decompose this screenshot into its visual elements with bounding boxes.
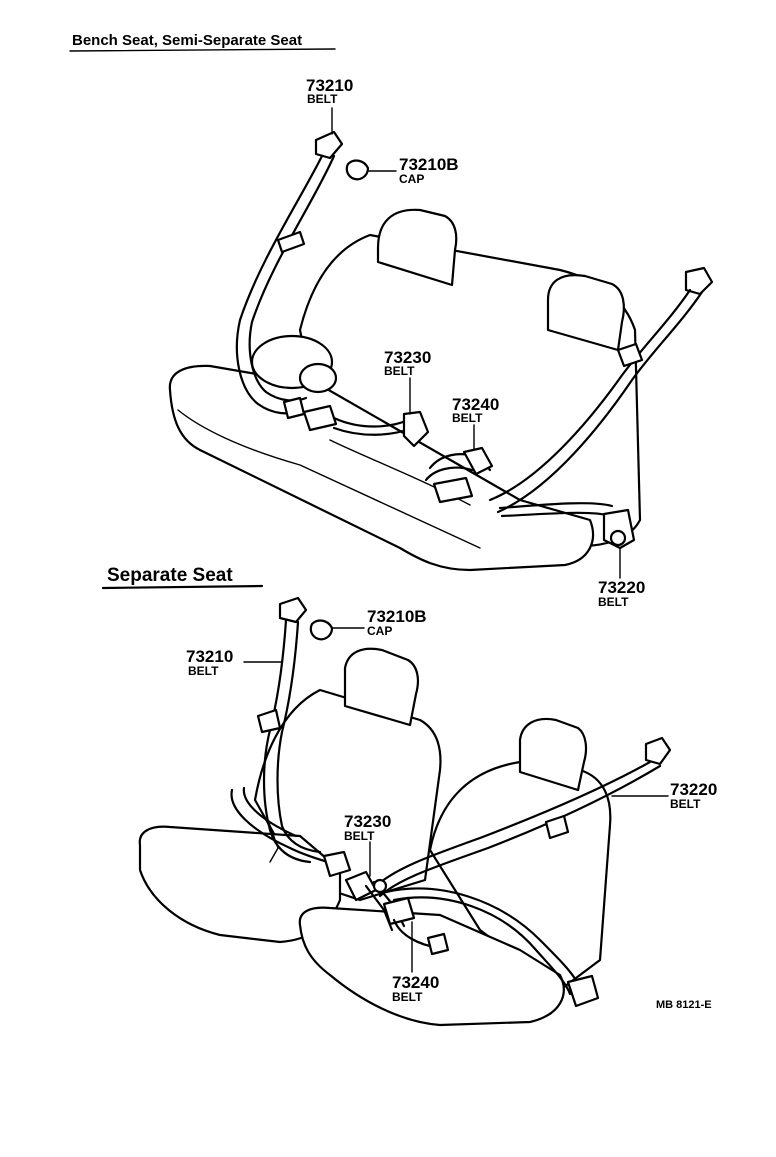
separate-73220-bolt [372,878,388,894]
bench-headrest-right [546,274,625,352]
separate-callouts: 73210B CAP 73210 BELT 73220 BELT 73230 B… [186,607,717,1004]
bench-73210b-number: 73210B [399,155,459,174]
left-headrest [343,647,419,727]
separate-73220-guide [544,814,570,840]
bench-73230-name: BELT [384,364,415,378]
bench-73210-guide [276,230,306,254]
bench-73210-retractor [298,362,338,394]
bench-seat-cushion [168,364,595,572]
separate-73240-bracket [426,932,450,956]
bench-73210b-name: CAP [399,172,424,186]
bench-headrest-left [376,208,458,287]
bench-73220-number: 73220 [598,578,645,597]
bench-belt-73210 [235,130,344,420]
bench-73210-number: 73210 [306,76,353,95]
bench-belt-73240 [424,446,494,504]
separate-73210-plate [322,850,352,878]
bench-belt-73230 [302,404,430,448]
separate-73230-number: 73230 [344,812,391,831]
bench-seat-illustration [168,208,642,572]
separate-73240-name: BELT [392,990,423,1004]
drawing-code: MB 8121-E [656,999,712,1011]
separate-cap-73210b [309,619,334,641]
separate-belt-73210 [230,596,352,878]
separate-73210-anchor [278,596,308,624]
separate-73210-name: BELT [188,664,219,678]
bench-73230-buckle [302,404,338,432]
bench-73220-anchor [684,266,714,296]
bench-73220-guide [616,342,644,368]
bench-cushion-seam [177,409,481,549]
bench-73220-name: BELT [598,595,629,609]
separate-73240-buckle [382,896,416,926]
right-seat-cushion [298,906,565,1027]
bench-callouts: 73210 BELT 73210B CAP 73230 BELT 73240 B… [306,76,645,609]
separate-73240-number: 73240 [392,973,439,992]
bench-73240-name: BELT [452,411,483,425]
separate-73210-guide [256,708,282,734]
bench-73230-bracket [402,410,430,448]
bench-73240-number: 73240 [452,395,499,414]
separate-belt-73220 [372,736,672,1008]
bench-73240-bracket [462,446,494,476]
separate-73220-number: 73220 [670,780,717,799]
separate-73220-retractor [566,974,600,1008]
separate-73210-number: 73210 [186,647,233,666]
bench-73210-name: BELT [307,92,338,106]
separate-73220-anchor [644,736,672,766]
separate-belt-73240 [382,896,450,956]
separate-title-underline [101,584,264,590]
separate-73210b-number: 73210B [367,607,427,626]
bench-73230-number: 73230 [384,348,431,367]
separate-73220-name: BELT [670,797,701,811]
separate-73210b-name: CAP [367,624,392,638]
separate-section-title: Separate Seat [107,565,233,586]
bench-title-underline [69,48,336,52]
bench-section-title: Bench Seat, Semi-Separate Seat [72,32,302,49]
bench-belt-73220 [488,266,714,550]
separate-73230-name: BELT [344,829,375,843]
bench-73240-buckle [432,476,474,504]
separate-seats-illustration [138,647,612,1027]
right-headrest [518,717,588,792]
bench-73210-anchor [314,130,344,160]
bench-cap-73210b [345,159,370,181]
bench-73210-plate [282,396,306,420]
bench-73220-bolt [609,529,627,547]
